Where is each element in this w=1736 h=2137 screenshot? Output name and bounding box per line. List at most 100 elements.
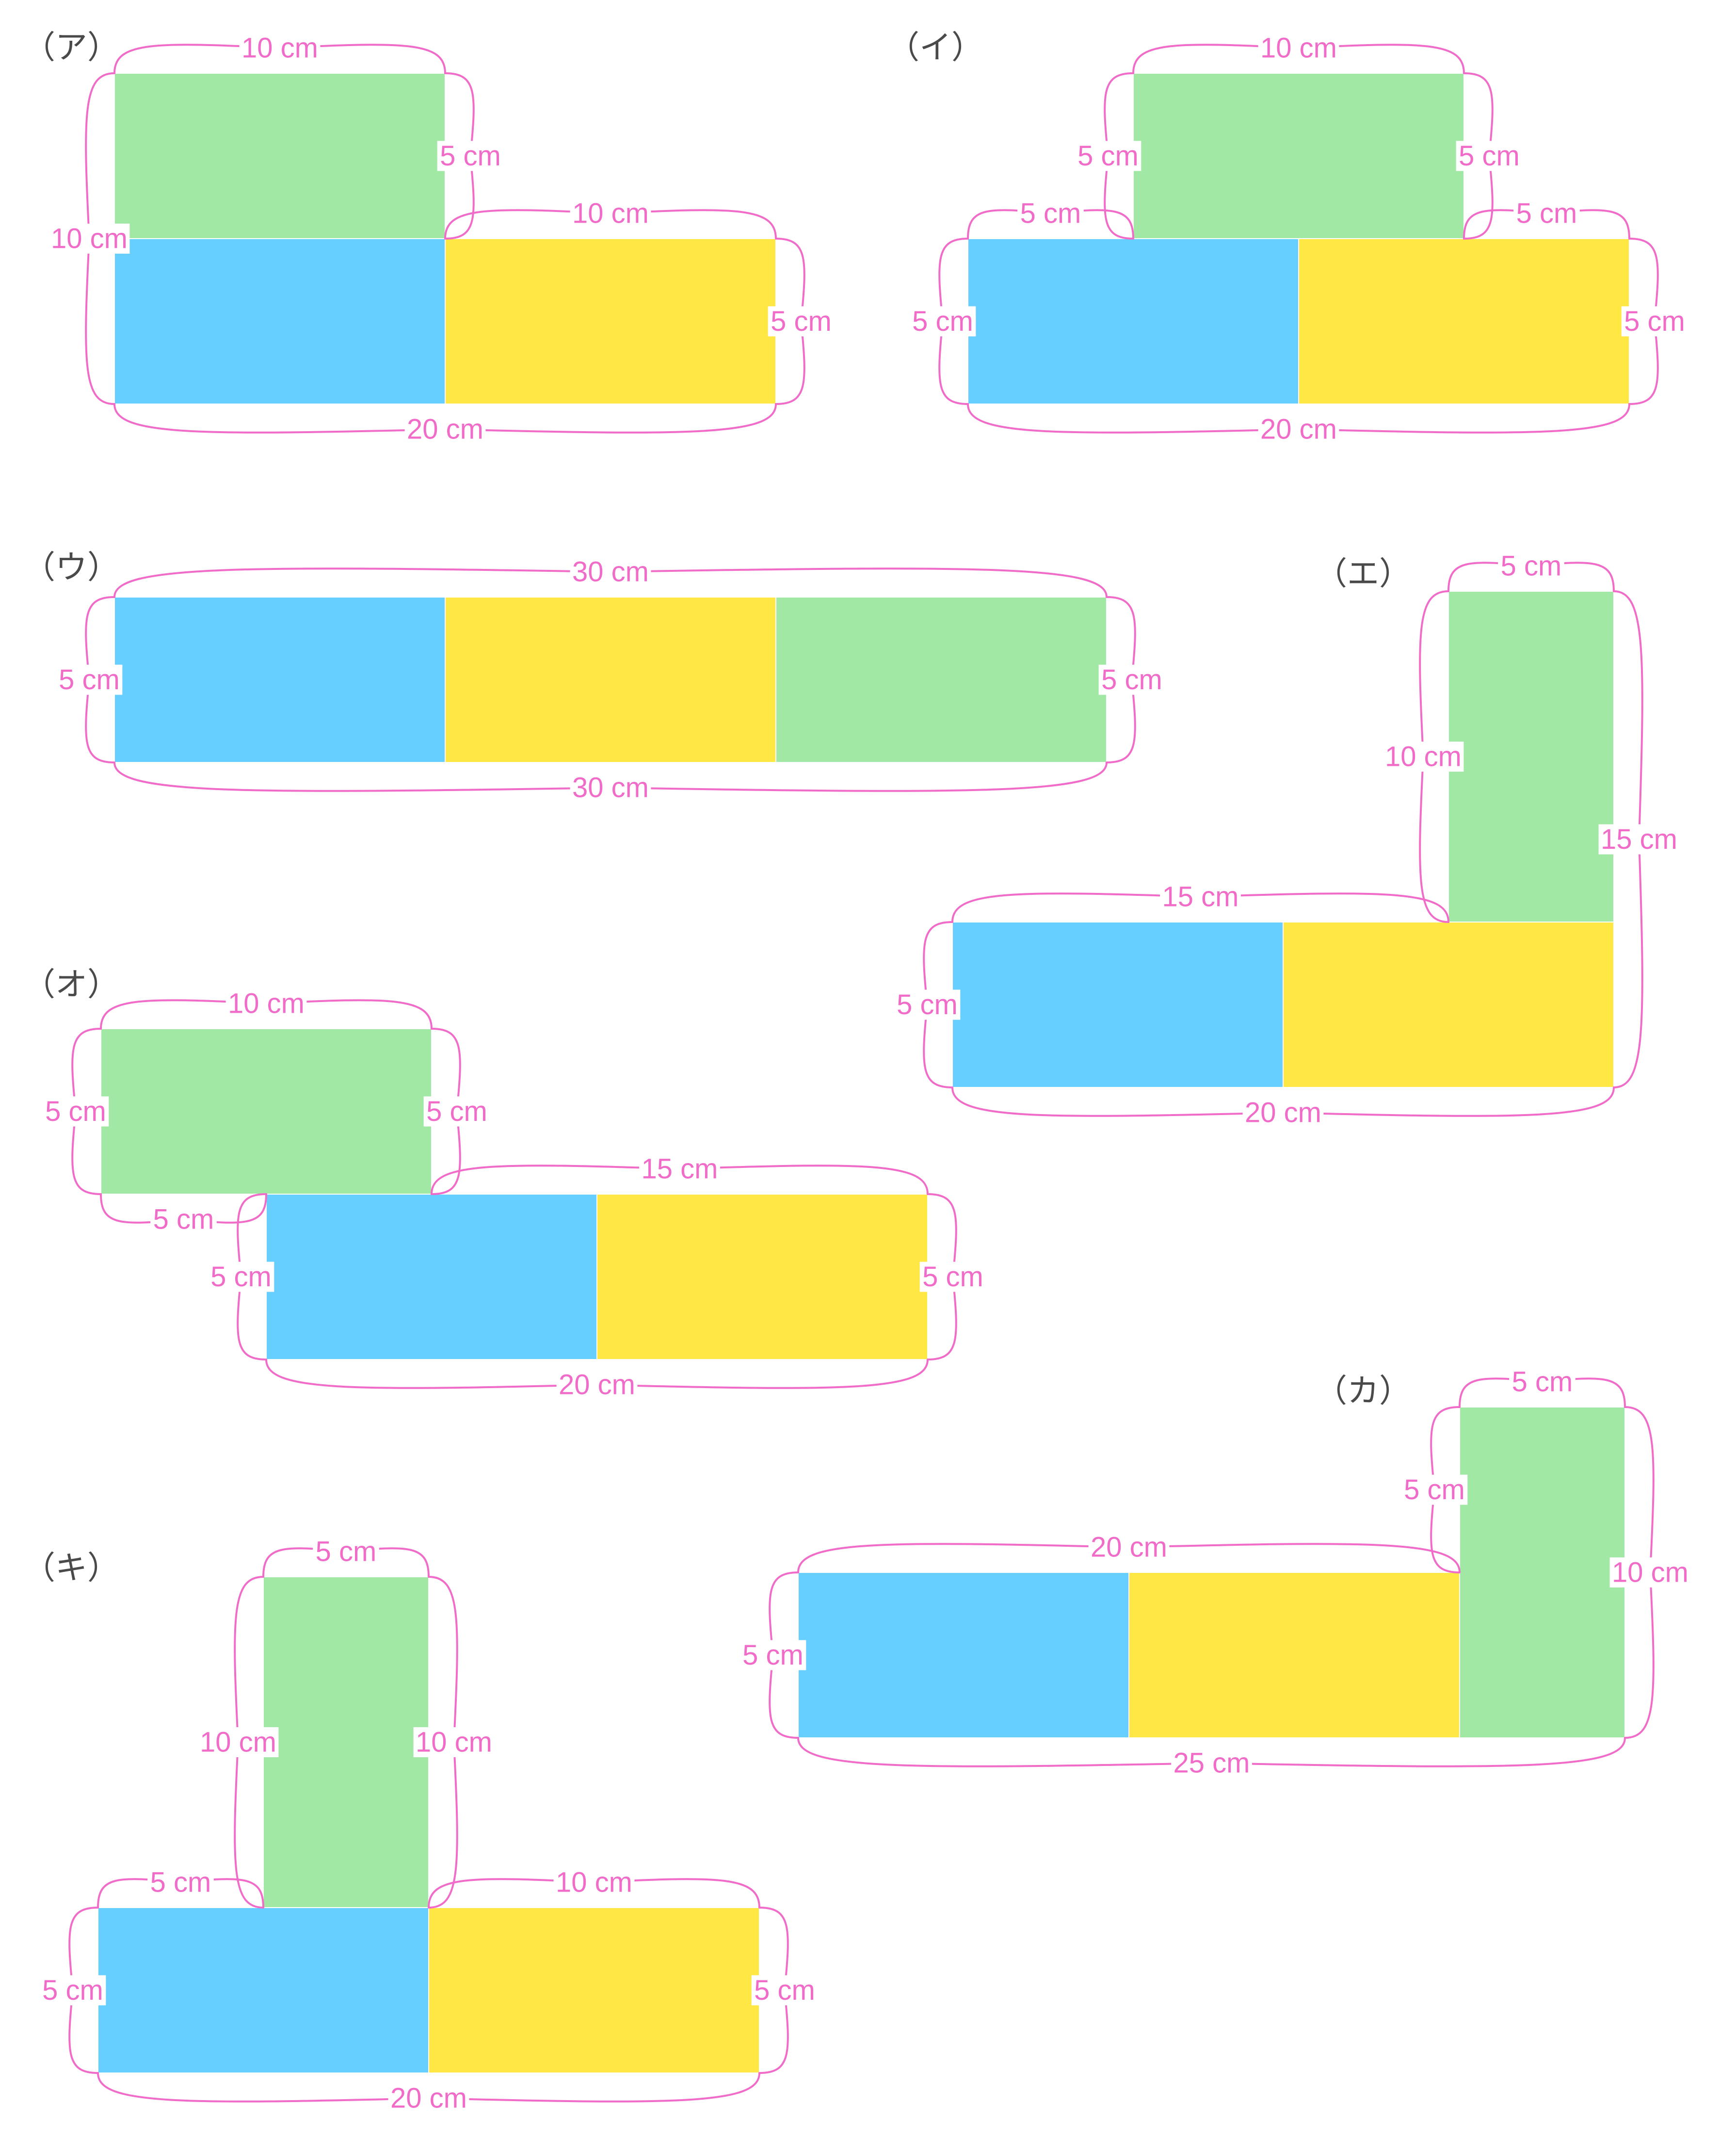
- yellow-rectangle: [445, 597, 776, 763]
- dimension-label: 20 cm: [407, 414, 483, 445]
- green-rectangle: [1448, 591, 1614, 923]
- dimension-label: 10 cm: [1385, 741, 1462, 773]
- green-rectangle: [775, 597, 1107, 763]
- dimension-label-bg: [150, 1204, 217, 1234]
- dimension-label-bg: [313, 1537, 379, 1567]
- yellow-rectangle: [1298, 238, 1630, 405]
- yellow-rectangle: [596, 1194, 928, 1360]
- blue-rectangle: [798, 1572, 1129, 1738]
- dimension-label: 5 cm: [1101, 664, 1162, 696]
- dimension-label: 10 cm: [572, 198, 649, 229]
- dimension-label: 5 cm: [754, 1975, 815, 2006]
- blue-rectangle: [967, 238, 1299, 405]
- dimension-label-bg: [1382, 742, 1464, 772]
- dimension-label-bg: [1401, 1474, 1468, 1505]
- dimension-label-bg: [1098, 664, 1165, 695]
- dimension-label-bg: [423, 1096, 490, 1127]
- dimension-label: 5 cm: [42, 1975, 103, 2006]
- dimension-label: 5 cm: [1516, 198, 1577, 229]
- dimension-label: 5 cm: [426, 1096, 487, 1127]
- figure-label: （カ）: [1315, 1372, 1411, 1409]
- dimension-label-bg: [208, 1262, 274, 1292]
- dimension-label: 5 cm: [1020, 198, 1081, 229]
- green-rectangle: [1459, 1407, 1625, 1738]
- dimension-label: 5 cm: [1624, 306, 1685, 337]
- dimension-label-bg: [909, 306, 976, 337]
- dimension-label-bg: [1609, 1557, 1691, 1587]
- dimension-label: 15 cm: [1601, 824, 1677, 855]
- blue-rectangle: [97, 1907, 429, 2073]
- dimension-label: 30 cm: [572, 772, 649, 804]
- dimension-label-bg: [197, 1727, 279, 1757]
- dimension-label: 5 cm: [316, 1536, 377, 1568]
- dimension-label: 10 cm: [1260, 32, 1337, 64]
- dimension-label: 5 cm: [922, 1261, 983, 1293]
- yellow-rectangle: [428, 1907, 760, 2073]
- dimension-label: 5 cm: [1404, 1474, 1465, 1506]
- dimension-label: 10 cm: [228, 988, 305, 1020]
- dimension-label: 20 cm: [390, 2083, 467, 2114]
- dimension-label-bg: [570, 198, 651, 228]
- dimension-label-bg: [1160, 882, 1241, 912]
- dimension-label: 15 cm: [642, 1153, 718, 1185]
- dimension-label: 20 cm: [1260, 414, 1337, 445]
- green-rectangle: [100, 1028, 432, 1195]
- dimension-label: 10 cm: [200, 1727, 276, 1758]
- dimension-label: 5 cm: [150, 1867, 211, 1898]
- yellow-rectangle: [1283, 922, 1614, 1088]
- dimension-label: 5 cm: [771, 306, 832, 337]
- dimension-label-bg: [404, 414, 486, 444]
- dimension-label: 5 cm: [897, 989, 958, 1020]
- dimension-label: 20 cm: [559, 1369, 635, 1401]
- dimension-label: 5 cm: [1077, 140, 1139, 172]
- dimension-label-bg: [413, 1727, 495, 1757]
- green-rectangle: [1133, 73, 1464, 239]
- dimension-label-bg: [1621, 306, 1688, 337]
- dimension-label: 5 cm: [912, 306, 973, 337]
- dimension-label-bg: [894, 989, 961, 1020]
- figure-label: （ア）: [23, 29, 119, 66]
- blue-rectangle: [114, 238, 446, 405]
- dimension-label: 5 cm: [45, 1096, 106, 1127]
- dimension-label: 30 cm: [572, 556, 649, 588]
- dimension-label-bg: [570, 773, 651, 803]
- blue-rectangle: [952, 922, 1284, 1088]
- dimension-label-bg: [1075, 141, 1141, 171]
- dimension-label-bg: [39, 1975, 106, 2006]
- dimension-label: 10 cm: [51, 223, 128, 255]
- dimension-label-bg: [919, 1262, 986, 1292]
- figure-label: （キ）: [23, 1549, 119, 1587]
- dimension-label: 5 cm: [1512, 1366, 1573, 1398]
- dimension-label-bg: [1598, 824, 1680, 855]
- dimension-label: 20 cm: [1091, 1532, 1167, 1563]
- dimension-label: 15 cm: [1162, 881, 1239, 913]
- dimension-label-bg: [1509, 1367, 1575, 1397]
- blue-rectangle: [114, 597, 446, 763]
- dimension-label: 5 cm: [1459, 140, 1520, 172]
- dimension-label: 20 cm: [1245, 1097, 1321, 1129]
- dimension-label-bg: [1242, 1098, 1324, 1128]
- dimension-label: 5 cm: [59, 664, 120, 696]
- dimension-label-bg: [553, 1867, 635, 1897]
- blue-rectangle: [266, 1194, 597, 1360]
- dimension-label: 10 cm: [1612, 1557, 1688, 1588]
- dimension-label-bg: [239, 33, 321, 63]
- dimension-label-bg: [556, 1370, 638, 1400]
- dimension-label: 10 cm: [416, 1727, 492, 1758]
- yellow-rectangle: [445, 238, 776, 405]
- dimension-label-bg: [225, 988, 307, 1019]
- dimension-label: 25 cm: [1173, 1748, 1250, 1779]
- dimension-label-bg: [751, 1975, 818, 2006]
- dimension-label-bg: [388, 2083, 469, 2113]
- dimension-label: 5 cm: [1501, 550, 1562, 582]
- dimension-label-bg: [42, 1096, 109, 1127]
- dimension-label-bg: [1171, 1748, 1252, 1778]
- yellow-rectangle: [1128, 1572, 1460, 1738]
- dimension-label-bg: [768, 306, 835, 337]
- green-rectangle: [114, 73, 446, 239]
